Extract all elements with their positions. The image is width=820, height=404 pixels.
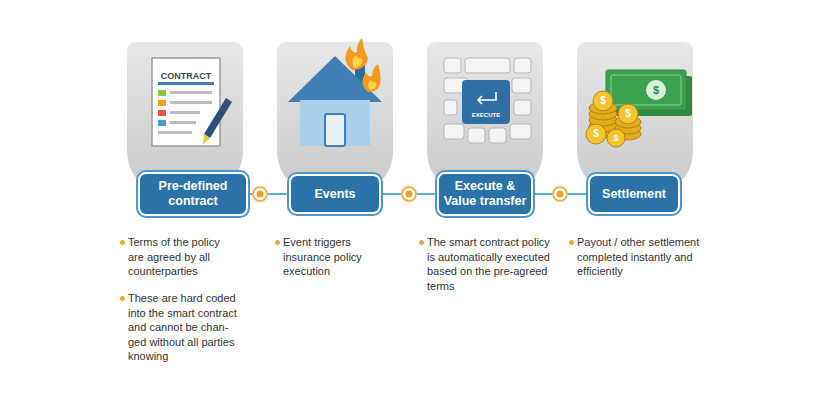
box-heading: Settlement	[602, 187, 666, 202]
house-roof	[288, 56, 382, 102]
bullet-note: The smart contract policy is automatical…	[427, 235, 557, 293]
coin-stack	[586, 91, 641, 147]
flame-core	[352, 55, 362, 68]
box-heading: Pre-defined contract	[144, 179, 242, 209]
banknote-border	[611, 75, 681, 105]
currency-symbol: $	[613, 134, 618, 143]
currency-symbol: $	[600, 96, 606, 106]
process-box: Settlement	[588, 174, 680, 214]
key	[514, 100, 531, 115]
currency-symbol: $	[653, 85, 659, 96]
bullet-note: These are hard coded into the smart cont…	[128, 291, 238, 364]
process-box: Execute & Value transfer	[437, 172, 533, 216]
currency-symbol: $	[625, 109, 631, 119]
process-box: Pre-defined contract	[138, 172, 248, 216]
key	[444, 124, 464, 139]
keyboard	[444, 58, 531, 143]
contract-box	[158, 90, 166, 96]
flame	[362, 64, 380, 92]
bullet-note: Event triggers insurance policy executio…	[283, 235, 393, 279]
key	[465, 58, 510, 73]
key	[512, 78, 531, 93]
key	[489, 128, 506, 143]
key	[444, 58, 461, 73]
pen-body	[204, 98, 232, 138]
timeline-dot	[253, 187, 267, 201]
contract-header-bar	[158, 82, 214, 85]
key	[514, 58, 531, 73]
contract-line	[170, 101, 212, 104]
timeline-dot-core	[257, 191, 264, 198]
flame	[345, 38, 368, 70]
banknote	[606, 70, 686, 110]
box-heading: Execute & Value transfer	[443, 179, 527, 209]
coin-face	[607, 129, 625, 147]
timeline-dot	[553, 187, 567, 201]
bullet-note: Payout / other settlement completed inst…	[577, 235, 717, 279]
house-wall	[300, 100, 370, 146]
contract-line	[170, 91, 212, 94]
coin-face	[593, 91, 613, 111]
pen-tip	[203, 134, 210, 145]
timeline-dot	[402, 187, 416, 201]
key	[468, 128, 485, 143]
bullet-note: Terms of the policy are agreed by all co…	[128, 235, 238, 279]
return-arrow	[478, 92, 496, 104]
currency-symbol: $	[593, 129, 599, 139]
house-door	[325, 114, 345, 146]
execute-key	[462, 80, 510, 124]
key	[510, 124, 531, 139]
contract-box	[158, 120, 166, 126]
contract-line	[158, 131, 192, 134]
document-title: CONTRACT	[161, 72, 212, 81]
contract-line	[170, 121, 196, 124]
timeline-dot-core	[557, 191, 564, 198]
key-label: EXECUTE	[472, 112, 500, 118]
key	[444, 100, 457, 115]
coin-face	[618, 104, 638, 124]
contract-box	[158, 110, 166, 116]
contract-line	[170, 111, 200, 114]
contract-box	[158, 100, 166, 106]
flame-core	[368, 80, 376, 90]
box-heading: Events	[315, 187, 356, 202]
process-box: Events	[289, 174, 381, 214]
timeline-dot-core	[406, 191, 413, 198]
coin-face	[586, 124, 606, 144]
banknote-seal	[646, 80, 666, 100]
